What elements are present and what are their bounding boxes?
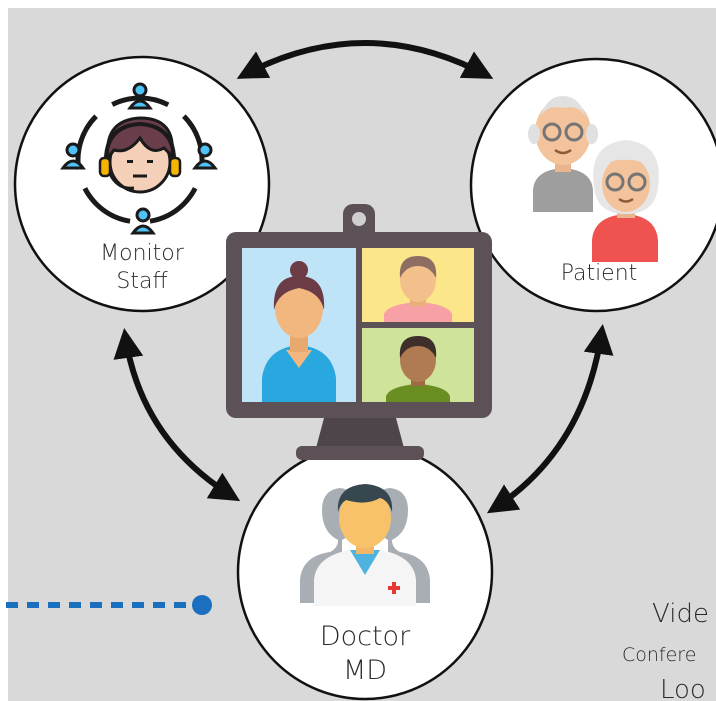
elderly-couple-icon	[528, 96, 659, 262]
support-agent-icon	[60, 82, 218, 235]
arrow-monitor-patient	[236, 40, 494, 79]
doctor-label: Doctor MD	[295, 620, 435, 688]
caption-line2: Confere	[622, 644, 697, 666]
monitor-staff-label: Monitor Staff	[82, 240, 202, 295]
patient-label: Patient	[547, 260, 651, 288]
caption-line3: Loo	[660, 675, 706, 701]
doctor-line2: MD	[342, 654, 388, 686]
doctor-icon	[300, 484, 430, 606]
monitor-staff-line2: Staff	[116, 268, 168, 294]
connector-dot	[192, 595, 212, 615]
patient-line1: Patient	[560, 261, 638, 286]
arrow-patient-doctor	[486, 324, 614, 514]
doctor-line1: Doctor	[319, 621, 411, 652]
video-conference-monitor-icon	[226, 204, 492, 460]
video-conference-caption: Vide Confere Loo	[600, 598, 716, 701]
arrow-monitor-doctor	[113, 328, 241, 502]
caption-line1: Vide	[652, 599, 709, 629]
monitor-staff-line1: Monitor	[100, 241, 184, 266]
